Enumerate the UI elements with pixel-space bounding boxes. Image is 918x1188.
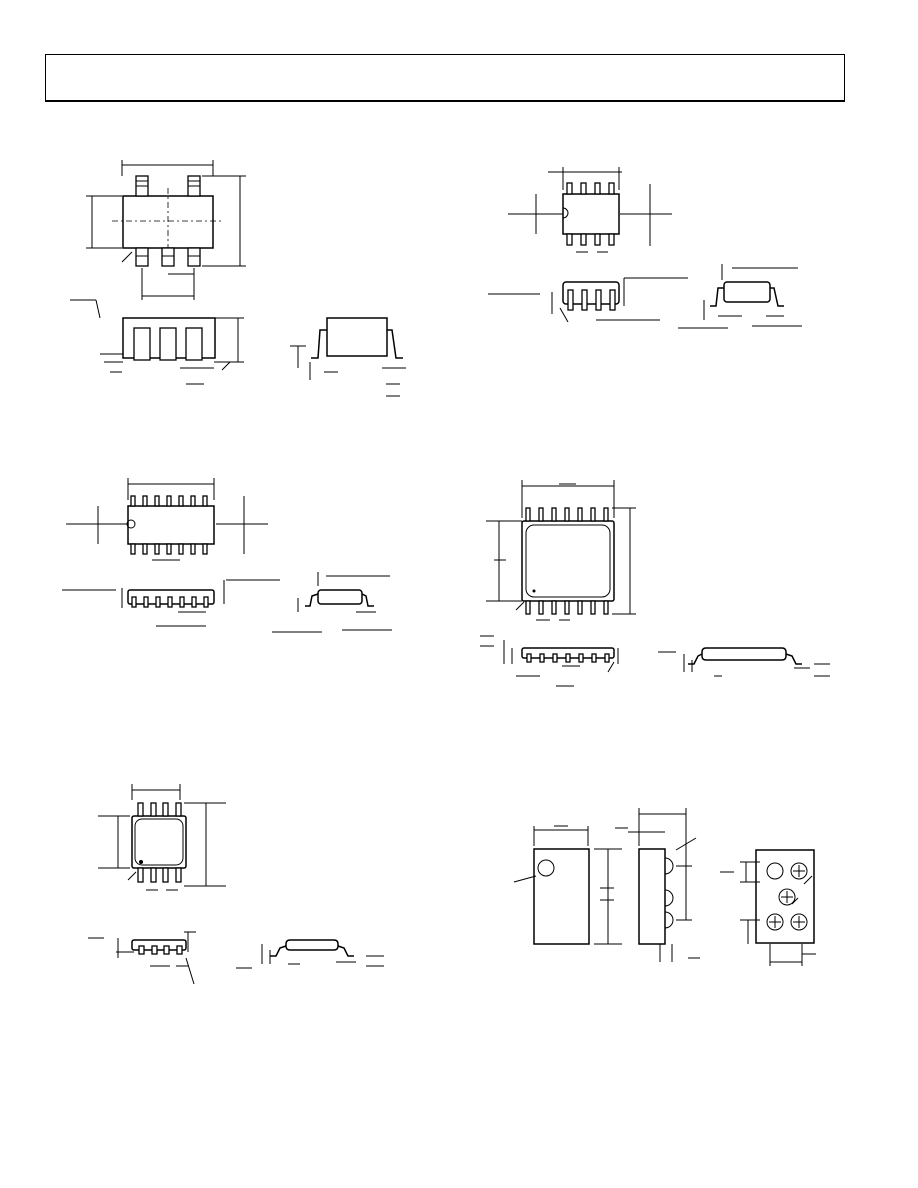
sot-end-view bbox=[290, 317, 406, 397]
msop-side-view bbox=[488, 277, 688, 323]
package-6-lead-sot bbox=[70, 160, 406, 397]
package-8-lead-msop bbox=[488, 167, 802, 329]
soic14-end-view bbox=[272, 572, 392, 633]
wlcsp-top-view bbox=[513, 825, 622, 945]
wlcsp-bottom-view bbox=[720, 849, 816, 966]
soic14-side-view bbox=[62, 579, 280, 627]
tssop-end-view bbox=[658, 647, 830, 677]
soic8-top-view bbox=[98, 784, 226, 891]
sot-top-view bbox=[86, 160, 246, 300]
tssop-side-view bbox=[480, 635, 619, 687]
msop-end-view bbox=[678, 264, 802, 329]
package-14-lead-tssop bbox=[480, 480, 830, 687]
msop-top-view bbox=[508, 167, 672, 253]
soic14-top-view bbox=[66, 478, 268, 561]
sot-side-view bbox=[70, 299, 244, 385]
soic8-end-view bbox=[236, 939, 384, 969]
package-8-lead-soic bbox=[88, 784, 384, 985]
wlcsp-side-view bbox=[615, 808, 700, 962]
package-5-ball-wlcsp bbox=[513, 808, 816, 966]
package-14-lead-soic bbox=[62, 478, 392, 633]
page-header-frame bbox=[45, 54, 845, 102]
soic8-side-view bbox=[88, 931, 196, 985]
tssop-top-view bbox=[486, 480, 636, 621]
